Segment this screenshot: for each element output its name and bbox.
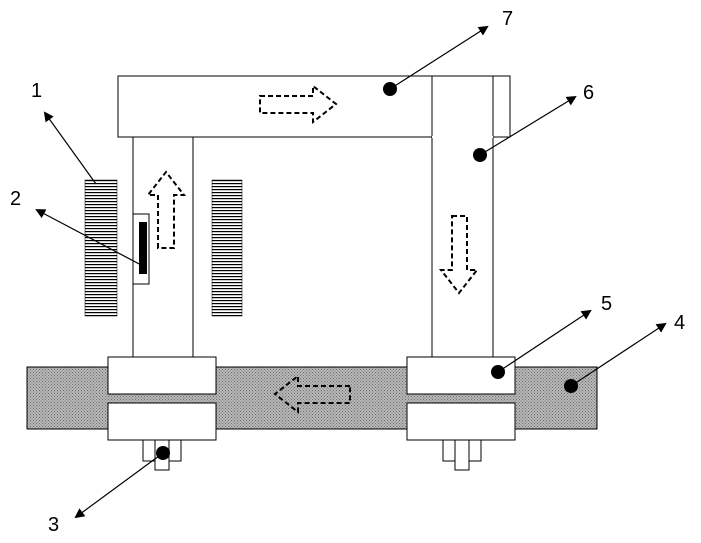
bolt-right bbox=[442, 439, 482, 471]
marker-dot-3 bbox=[156, 446, 170, 460]
leader-line-6 bbox=[479, 95, 577, 156]
callout-label-7: 7 bbox=[502, 8, 513, 30]
leader-line-3 bbox=[74, 452, 164, 519]
leader-line-5 bbox=[497, 309, 592, 373]
leader-line-7 bbox=[389, 25, 489, 90]
marker-dot-4 bbox=[564, 379, 578, 393]
callout-label-5: 5 bbox=[601, 293, 612, 315]
leader-line-2 bbox=[35, 209, 144, 267]
sensor-element bbox=[139, 222, 147, 274]
leader-line-4 bbox=[570, 322, 667, 387]
callout-label-6: 6 bbox=[583, 82, 594, 104]
callout-label-4: 4 bbox=[674, 312, 685, 334]
coil-right bbox=[211, 179, 243, 317]
flux-arrow-right-icon bbox=[259, 83, 338, 125]
callout-label-3: 3 bbox=[48, 514, 59, 536]
clamp-right-lower bbox=[406, 402, 516, 441]
callout-label-1: 1 bbox=[31, 80, 42, 102]
clamp-left-lower bbox=[107, 402, 217, 441]
flux-arrow-up-icon bbox=[145, 170, 187, 249]
flux-arrow-down-icon bbox=[438, 215, 480, 295]
marker-dot-5 bbox=[491, 365, 505, 379]
marker-dot-7 bbox=[383, 82, 397, 96]
marker-dot-6 bbox=[473, 148, 487, 162]
callout-label-2: 2 bbox=[10, 188, 21, 210]
flux-arrow-left-icon bbox=[273, 373, 351, 415]
clamp-left-upper bbox=[107, 356, 217, 395]
leader-line-1 bbox=[43, 111, 97, 185]
coil-left bbox=[84, 179, 118, 317]
